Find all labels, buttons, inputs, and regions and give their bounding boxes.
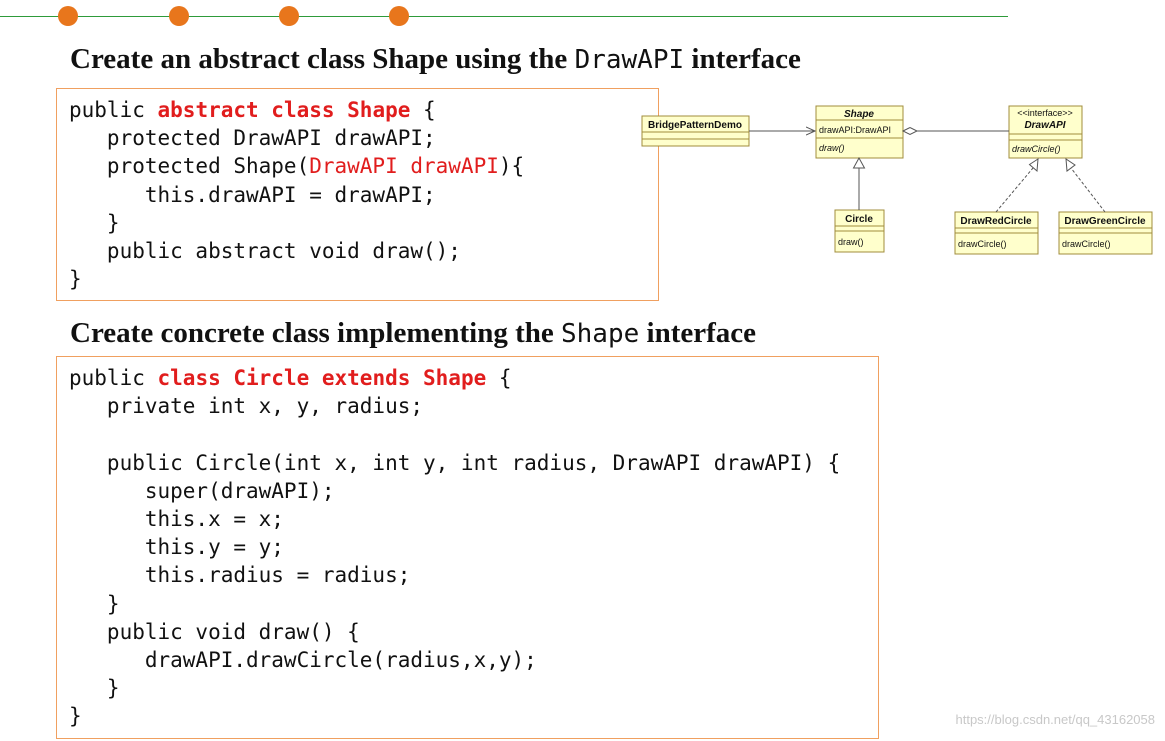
uml-class-name: DrawAPI <box>1024 120 1065 131</box>
uml-class-drawredcircle: DrawRedCircle drawCircle() <box>954 211 1039 255</box>
code-line: public abstract void draw(); <box>69 239 461 264</box>
heading-abstract-shape: Create an abstract class Shape using the… <box>70 43 801 76</box>
code-line: } <box>69 591 120 616</box>
code-token: protected Shape( <box>69 154 310 179</box>
code-line: } <box>69 210 120 235</box>
uml-class-name: Shape <box>844 109 874 120</box>
heading-2-text: Create concrete class implementing the <box>70 317 561 349</box>
code-circle: public class Circle extends Shape { priv… <box>69 364 840 731</box>
uml-method: drawCircle() <box>958 239 1007 249</box>
heading-2-suffix: interface <box>639 317 757 349</box>
code-line: } <box>69 267 82 292</box>
code-block-shape: public abstract class Shape { protected … <box>56 88 659 301</box>
code-line: this.radius = radius; <box>69 563 411 588</box>
code-token: public <box>69 98 158 122</box>
heading-1-code: DrawAPI <box>574 45 685 75</box>
uml-class-name: DrawGreenCircle <box>1064 216 1146 227</box>
uml-realization-line <box>1070 167 1106 213</box>
code-highlight: DrawAPI drawAPI <box>309 154 499 179</box>
uml-method: draw() <box>838 237 864 247</box>
code-token: public <box>69 366 158 390</box>
code-token: { <box>410 98 436 122</box>
orange-dot-3 <box>279 6 299 26</box>
orange-dot-4 <box>389 6 409 26</box>
uml-method: drawCircle() <box>1012 144 1061 154</box>
heading-2-code: Shape <box>561 319 640 349</box>
heading-concrete-circle: Create concrete class implementing the S… <box>70 317 756 350</box>
code-line: private int x, y, radius; <box>69 394 424 419</box>
uml-class-circle: Circle draw() <box>834 209 885 253</box>
code-line: } <box>69 676 120 701</box>
heading-1-text: Create an abstract class Shape using the <box>70 43 575 75</box>
code-shape: public abstract class Shape { protected … <box>69 96 524 293</box>
code-line: drawAPI.drawCircle(radius,x,y); <box>69 648 537 673</box>
uml-class-name: BridgePatternDemo <box>648 120 742 131</box>
code-line: public Circle(int x, int y, int radius, … <box>69 450 841 475</box>
watermark-text: https://blog.csdn.net/qq_43162058 <box>955 712 1156 727</box>
code-line: this.x = x; <box>69 507 284 532</box>
heading-1-suffix: interface <box>684 43 801 75</box>
code-token: { <box>486 366 512 390</box>
uml-method: drawCircle() <box>1062 239 1111 249</box>
uml-class-name: Circle <box>845 214 873 225</box>
uml-stereotype: <<interface>> <box>1017 108 1073 118</box>
uml-realization-triangle <box>1065 158 1076 172</box>
uml-realization-line <box>995 167 1034 213</box>
uml-aggregation-diamond <box>901 126 919 136</box>
uml-class-shape: Shape drawAPI:DrawAPI draw() <box>815 105 904 159</box>
uml-method: draw() <box>819 143 845 153</box>
code-keyword: class Circle extends Shape <box>157 366 487 390</box>
uml-class-name: DrawRedCircle <box>960 216 1032 227</box>
code-line: public void draw() { <box>69 619 360 644</box>
code-line: } <box>69 704 82 729</box>
uml-class-bridgepatterndemo: BridgePatternDemo <box>641 115 750 147</box>
code-line: super(drawAPI); <box>69 478 335 503</box>
orange-dot-2 <box>169 6 189 26</box>
uml-interface-drawapi: <<interface>> DrawAPI drawCircle() <box>1008 105 1083 159</box>
uml-realization-triangle <box>1028 158 1039 173</box>
code-block-circle: public class Circle extends Shape { priv… <box>56 356 879 739</box>
code-line: this.y = y; <box>69 535 284 560</box>
uml-class-diagram: BridgePatternDemo Shape drawAPI:DrawAPI … <box>641 105 1153 255</box>
code-keyword: abstract class Shape <box>157 98 411 122</box>
code-line: protected DrawAPI drawAPI; <box>69 126 436 151</box>
uml-inheritance-triangle <box>852 156 866 169</box>
orange-dot-1 <box>58 6 78 26</box>
top-divider-line <box>0 16 1008 17</box>
code-token: ){ <box>498 154 525 179</box>
uml-attribute: drawAPI:DrawAPI <box>819 125 891 135</box>
uml-class-drawgreencircle: DrawGreenCircle drawCircle() <box>1058 211 1153 255</box>
code-line: this.drawAPI = drawAPI; <box>69 182 436 207</box>
